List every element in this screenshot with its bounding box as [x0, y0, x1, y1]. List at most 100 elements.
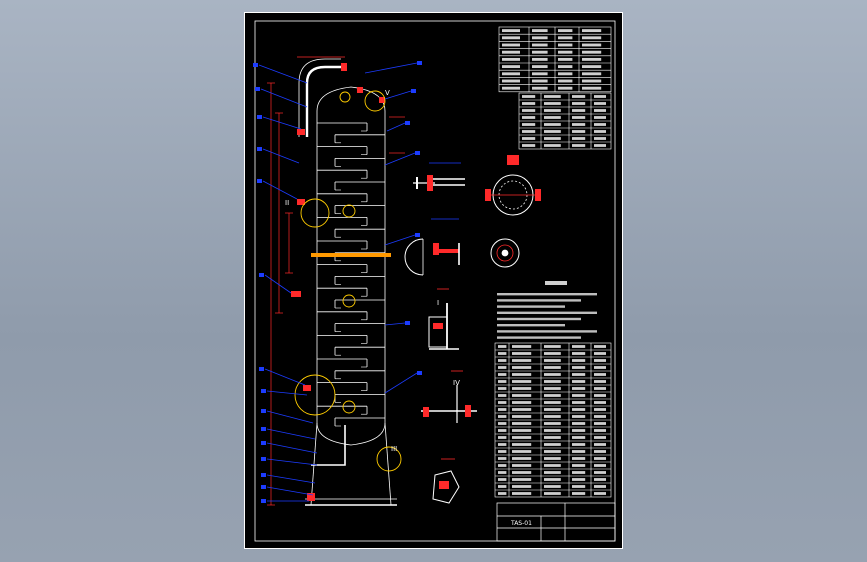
table-cell-text: [512, 387, 532, 390]
table-cell-text: [512, 471, 532, 474]
distillation-column: [298, 58, 397, 506]
table-cell-text: [544, 109, 561, 112]
title-block-code: TAS-01: [510, 520, 532, 527]
table-cell-text: [594, 492, 606, 495]
table-cell-text: [572, 144, 586, 147]
table-cell-text: [522, 123, 536, 126]
table-cell-text: [512, 373, 532, 376]
leader-line: [266, 390, 308, 396]
notes-line: [497, 299, 581, 302]
highlight-band: [311, 253, 391, 257]
leader-line: [266, 410, 314, 424]
table-cell-text: [544, 443, 561, 446]
leader-line: [260, 88, 308, 108]
table-cell-text: [572, 401, 586, 404]
table-cell-text: [544, 408, 561, 411]
leader-line: [266, 474, 316, 484]
table-cell-text: [594, 352, 606, 355]
table-cell-text: [544, 422, 561, 425]
table-cell-text: [582, 57, 602, 61]
table-cell-text: [522, 102, 536, 105]
table-cell-text: [594, 359, 606, 362]
table-cell-text: [544, 102, 561, 105]
table-cell-text: [594, 464, 606, 467]
table-cell-text: [572, 137, 586, 140]
table-cell-text: [558, 57, 573, 61]
leader-tag: [417, 61, 422, 65]
table-cell-text: [498, 352, 507, 355]
leader-lines: [253, 61, 422, 503]
table-cell-text: [594, 373, 606, 376]
table-cell-text: [544, 415, 561, 418]
table-cell-text: [522, 95, 536, 98]
table-cell-text: [572, 123, 586, 126]
detail-circle-v: [364, 90, 386, 112]
table-cell-text: [498, 345, 507, 348]
table-cell-text: [512, 478, 532, 481]
table-cell-text: [558, 50, 573, 54]
table-cell-text: [572, 422, 586, 425]
leader-tag: [405, 321, 410, 325]
detail-label-iv: IV: [453, 379, 460, 387]
leader-tag: [261, 499, 266, 503]
table-cell-text: [502, 36, 520, 40]
table-cell-text: [572, 485, 586, 488]
table-cell-text: [512, 485, 532, 488]
notes-line: [497, 305, 565, 308]
table-cell-text: [582, 50, 602, 54]
table-cell-text: [544, 359, 561, 362]
table-cell-text: [512, 345, 532, 348]
table-cell-text: [594, 102, 606, 105]
marker-label-v: V: [385, 89, 390, 97]
leader-line: [266, 442, 318, 454]
table-cell-text: [572, 95, 586, 98]
table-cell-text: [594, 408, 606, 411]
table-cell-text: [572, 130, 586, 133]
table-cell-text: [512, 394, 532, 397]
table-cell-text: [502, 43, 520, 47]
leader-line: [384, 90, 412, 100]
notes-line: [497, 330, 597, 333]
table-cell-text: [498, 478, 507, 481]
leader-tag: [255, 87, 260, 91]
table-cell-text: [544, 366, 561, 369]
detail-circles: [294, 90, 402, 472]
table-cell-text: [544, 130, 561, 133]
cad-drawing: II III V: [253, 20, 616, 542]
table-cell-text: [544, 485, 561, 488]
table-cell-text: [532, 29, 548, 33]
table-cell-text: [512, 401, 532, 404]
table-cell-text: [544, 464, 561, 467]
table-cell-text: [594, 109, 606, 112]
table-cell-text: [544, 478, 561, 481]
table-cell-text: [522, 144, 536, 147]
table-cell-text: [502, 72, 520, 76]
table-cell-text: [572, 415, 586, 418]
table-cell-text: [582, 79, 602, 83]
notes-line: [497, 317, 581, 321]
table-cell-text: [498, 366, 507, 369]
table-cell-text: [532, 36, 548, 40]
table-cell-text: [572, 352, 586, 355]
notes-line: [497, 293, 597, 296]
table-cell-text: [558, 86, 573, 90]
table-cell-text: [544, 429, 561, 432]
table-cell-text: [498, 443, 507, 446]
table-cell-text: [532, 43, 548, 47]
table-cell-text: [594, 394, 606, 397]
table-cell-text: [582, 65, 602, 69]
table-cell-text: [572, 471, 586, 474]
table-cell-text: [558, 79, 573, 83]
table-cell-text: [594, 450, 606, 453]
table-cell-text: [572, 478, 586, 481]
bottom-pipe: [311, 425, 346, 466]
table-cell-text: [594, 345, 606, 348]
table-cell-text: [544, 352, 561, 355]
table-cell-text: [594, 116, 606, 119]
table-cell-text: [544, 450, 561, 453]
table-cell-text: [594, 422, 606, 425]
leader-tag: [405, 121, 410, 125]
table-cell-text: [572, 408, 586, 411]
table-cell-text: [544, 380, 561, 383]
technical-notes: [497, 281, 597, 339]
